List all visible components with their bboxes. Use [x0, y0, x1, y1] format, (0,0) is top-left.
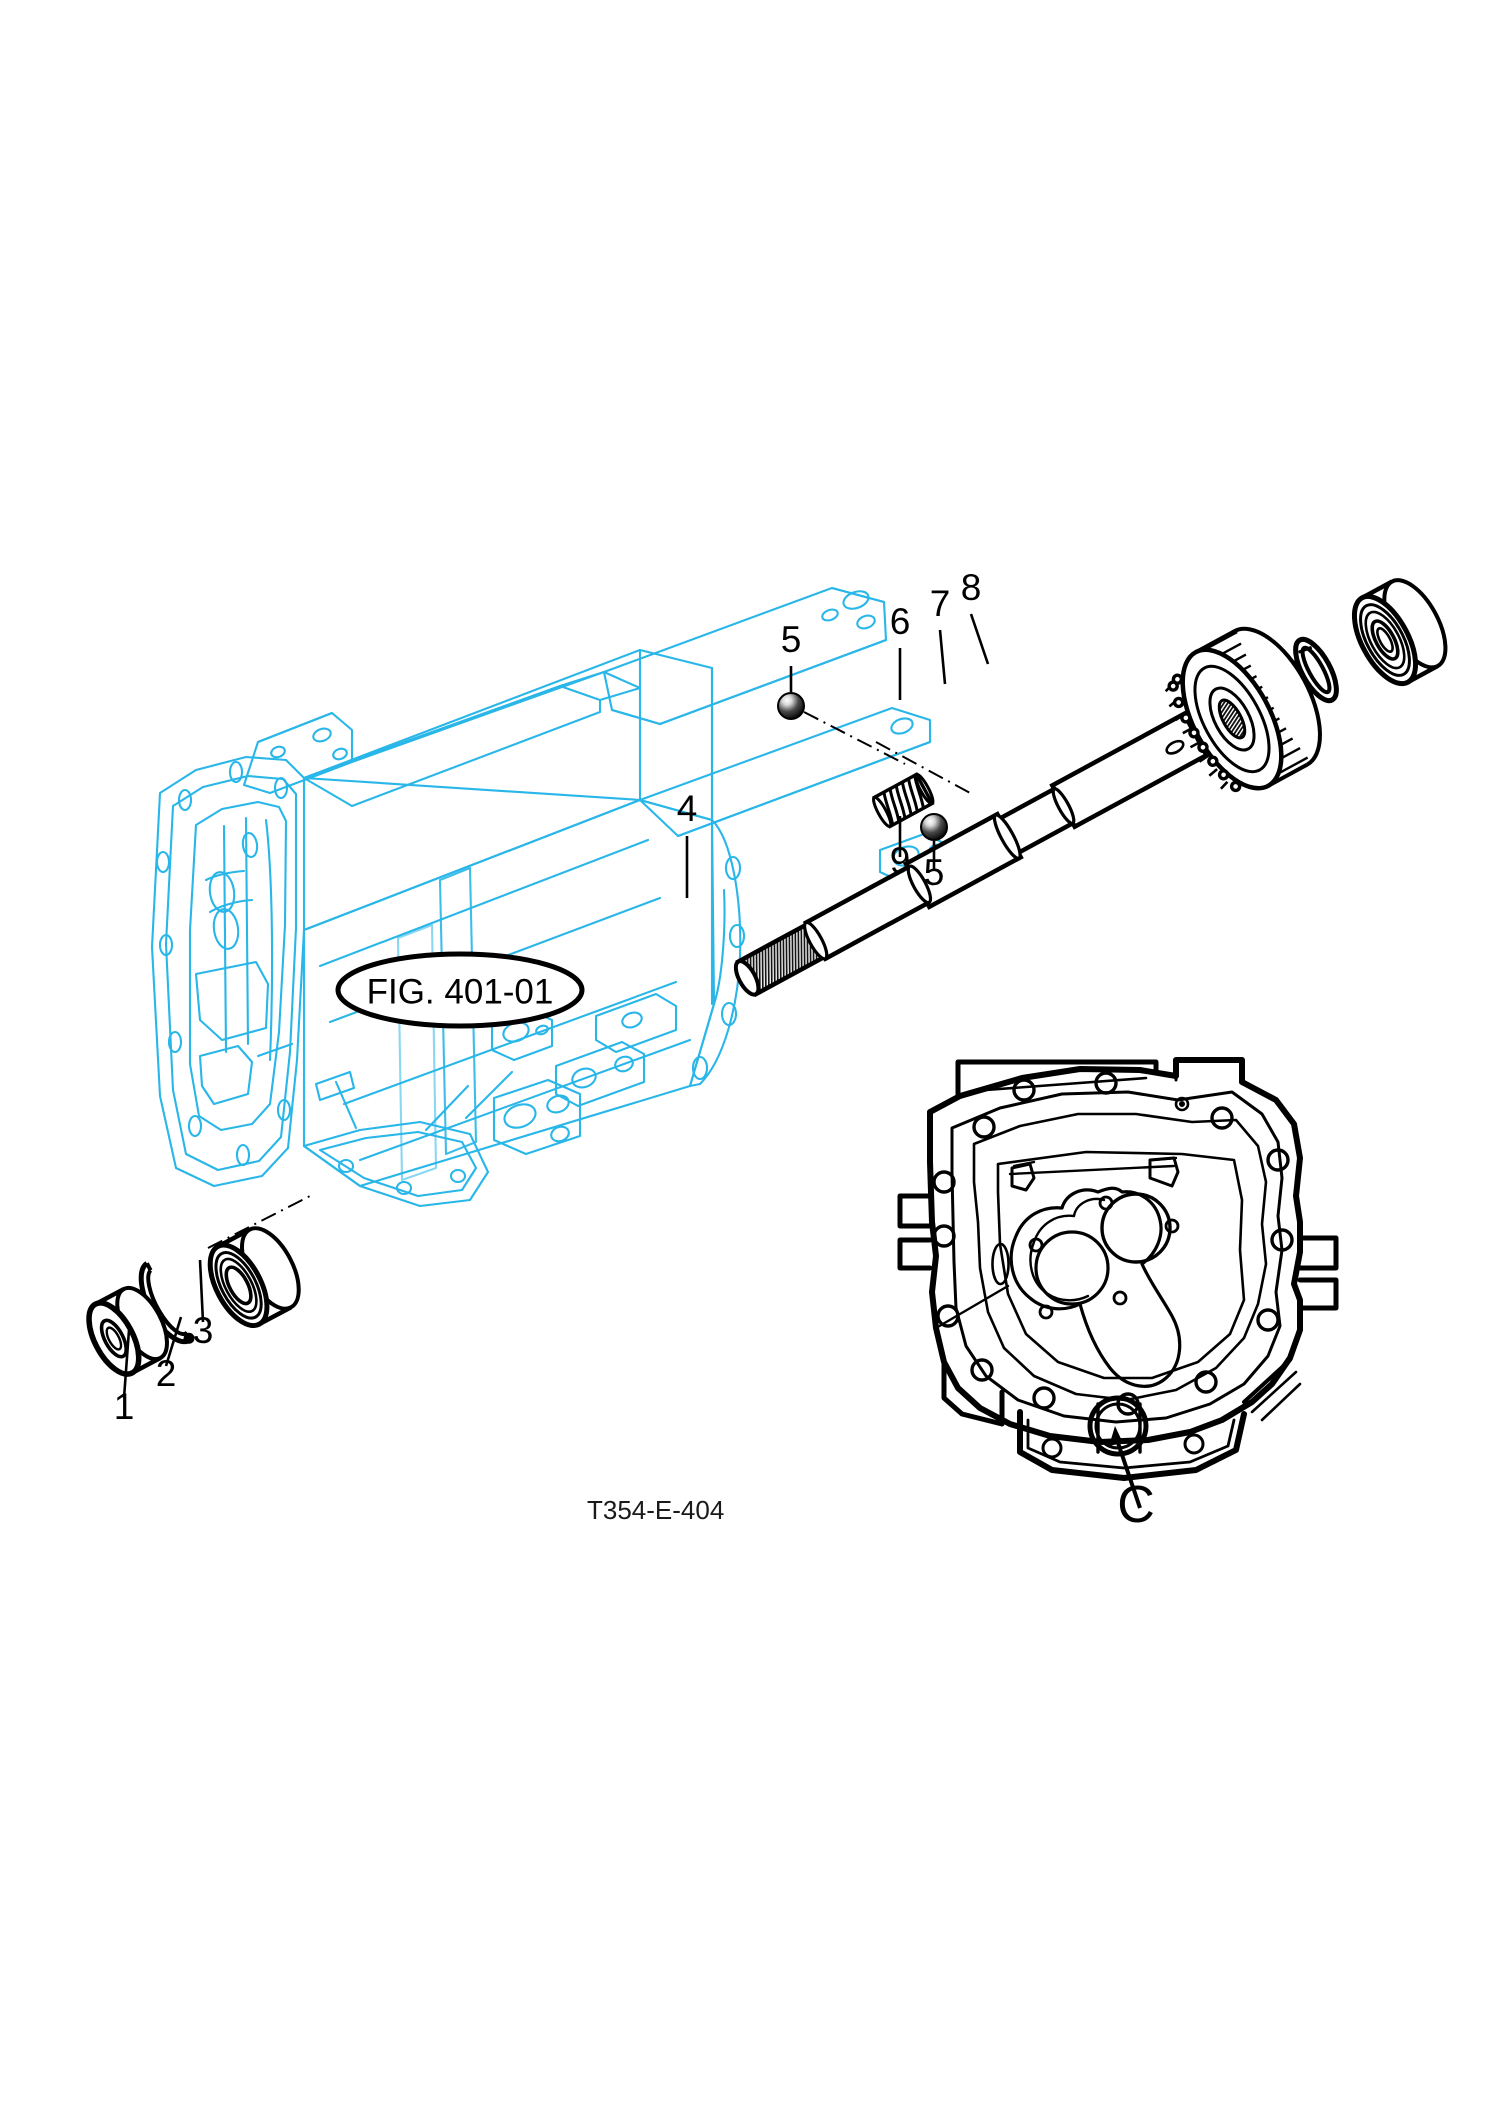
figure-reference-callout[interactable]: FIG. 401-01 [335, 951, 585, 1029]
leader-line-3 [198, 1259, 205, 1323]
callout-4[interactable]: 4 [677, 788, 698, 829]
callout-7[interactable]: 7 [930, 583, 951, 624]
steel-ball-upper-part-5[interactable] [777, 692, 805, 720]
drawing-id-label: T354-E-404 [587, 1495, 724, 1525]
compression-spring-part-9[interactable] [871, 772, 936, 829]
callout-8[interactable]: 8 [961, 567, 982, 608]
callout-5-lower[interactable]: 5 [924, 852, 945, 893]
leader-line-2 [164, 1316, 183, 1367]
drive-gear-part-6[interactable] [1152, 613, 1341, 810]
detail-view-c-housing[interactable] [897, 1057, 1339, 1481]
figure-reference-ellipse [335, 951, 585, 1029]
section-c-leader [1109, 1426, 1142, 1509]
callout-5-upper[interactable]: 5 [781, 619, 802, 660]
callout-3[interactable]: 3 [193, 1310, 214, 1351]
steel-ball-lower-part-5[interactable] [920, 813, 948, 841]
callout-6[interactable]: 6 [890, 601, 911, 642]
ball-bearing-part-3[interactable] [198, 1219, 310, 1334]
transmission-housing-phantom [150, 586, 948, 1208]
retaining-ring-part-7[interactable] [1287, 633, 1344, 706]
leader-line-8 [969, 613, 990, 665]
callout-numbers: 1 2 3 4 5 6 7 8 9 5 [114, 567, 982, 1427]
leader-line-7 [938, 629, 947, 685]
callout-2[interactable]: 2 [156, 1353, 177, 1394]
callout-9[interactable]: 9 [890, 840, 911, 881]
assembly-axis-upper-ball [803, 711, 906, 765]
section-letter-c: C [1117, 1476, 1155, 1534]
callout-1[interactable]: 1 [114, 1386, 135, 1427]
leader-line-1 [122, 1329, 131, 1399]
assembly-axis-spring [875, 741, 973, 795]
figure-reference-label: FIG. 401-01 [367, 973, 554, 1012]
ball-bearing-part-8[interactable] [1342, 571, 1458, 694]
assembly-axis-bearing-3 [207, 1195, 311, 1249]
